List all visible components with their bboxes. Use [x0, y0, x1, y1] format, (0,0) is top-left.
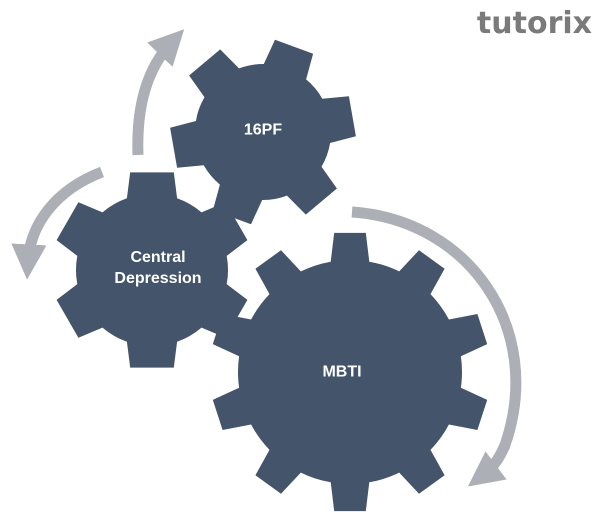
gear-label-central-depression: Central Depression: [114, 249, 202, 287]
gear-label-mbti: MBTI: [322, 363, 362, 381]
cycle-arrow-right: [351, 206, 522, 487]
logo-text: tutorix: [476, 6, 592, 41]
gear-mbti: [212, 232, 488, 512]
tutorix-logo: tutorix: [477, 6, 592, 41]
gear-central-depression: [56, 172, 248, 368]
cycle-arrow-up: [132, 29, 185, 156]
cycle-arrow-left: [11, 166, 105, 280]
gear-16pf: [170, 39, 356, 225]
gear-label-16pf: 16PF: [243, 121, 283, 139]
